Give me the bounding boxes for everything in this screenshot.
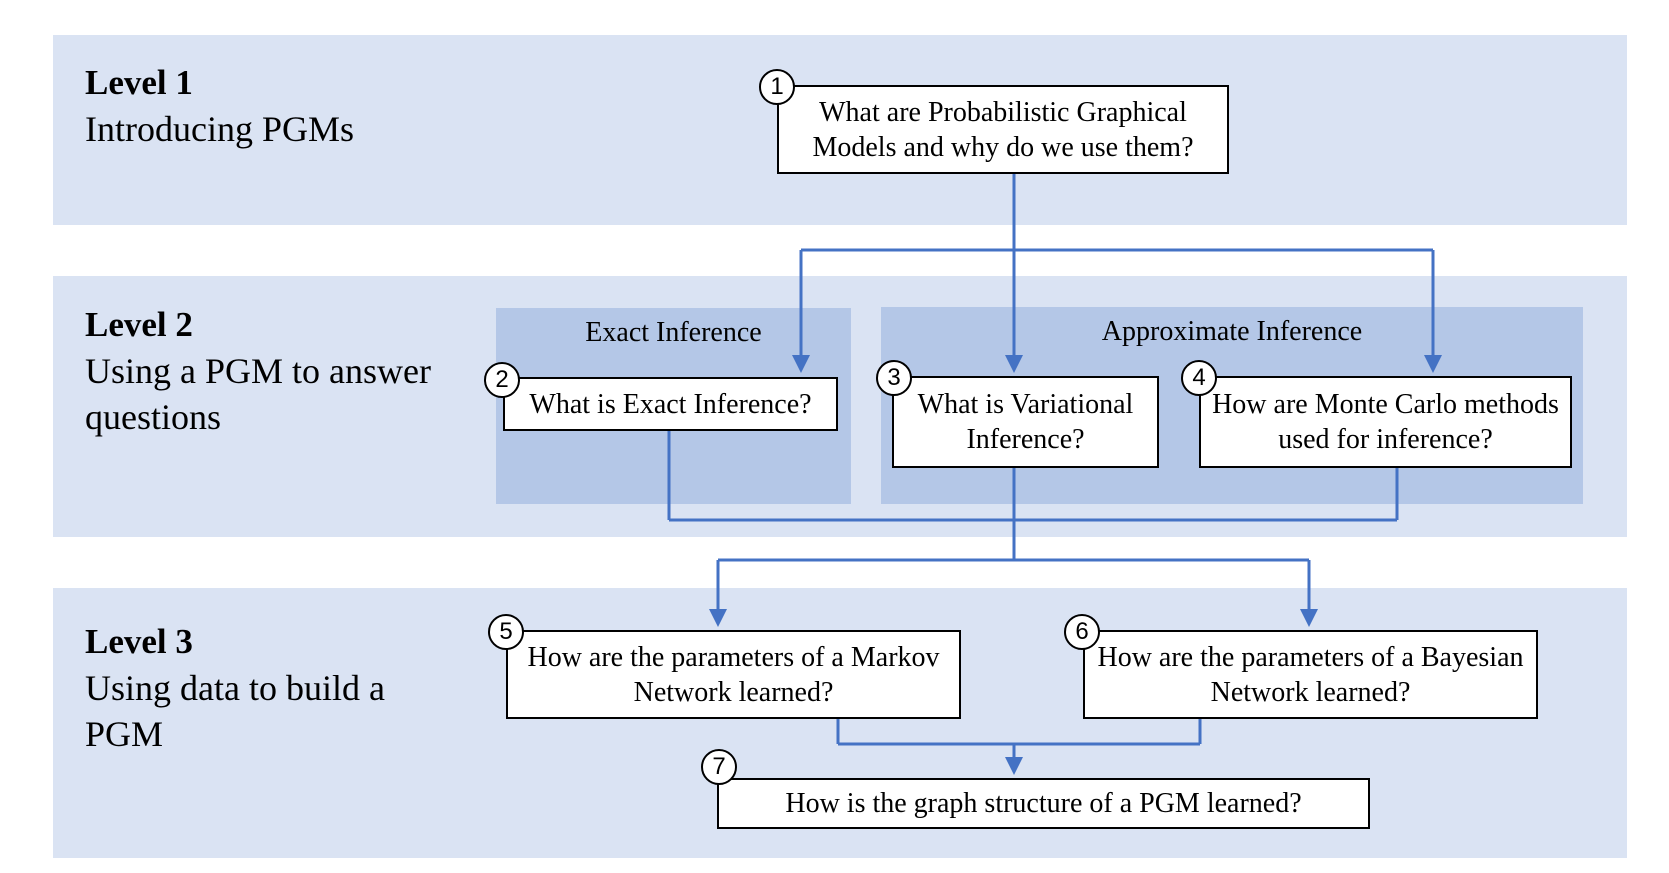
question-3-text: What is Variational Inference? xyxy=(917,389,1134,455)
level-1-subtitle: Introducing PGMs xyxy=(85,109,354,149)
level-2-title: Level 2 xyxy=(85,305,193,344)
number-badge-3: 3 xyxy=(876,360,912,396)
number-badge-4: 4 xyxy=(1181,360,1217,396)
question-1-text: What are Probabilistic Graphical Models … xyxy=(812,96,1194,163)
number-badge-6: 6 xyxy=(1064,614,1100,650)
number-badge-2: 2 xyxy=(484,362,520,398)
approximate-inference-label: Approximate Inference xyxy=(1101,316,1363,347)
question-box-3: What is Variational Inference? xyxy=(892,376,1159,468)
question-6-text: How are the parameters of a Bayesian Net… xyxy=(1097,641,1524,708)
level-2-subtitle: Using a PGM to answer questions xyxy=(85,351,431,437)
question-7-text: How is the graph structure of a PGM lear… xyxy=(785,788,1302,819)
question-box-1: What are Probabilistic Graphical Models … xyxy=(777,85,1229,174)
question-box-4: How are Monte Carlo methods used for inf… xyxy=(1199,376,1572,468)
question-box-7: How is the graph structure of a PGM lear… xyxy=(717,778,1370,829)
question-box-5: How are the parameters of a Markov Netwo… xyxy=(506,630,961,719)
question-4-text: How are Monte Carlo methods used for inf… xyxy=(1212,389,1559,455)
number-badge-5: 5 xyxy=(488,614,524,650)
level-3-title: Level 3 xyxy=(85,622,193,661)
number-badge-7: 7 xyxy=(701,749,737,785)
question-5-text: How are the parameters of a Markov Netwo… xyxy=(527,641,940,708)
number-badge-1: 1 xyxy=(759,69,795,105)
exact-inference-label: Exact Inference xyxy=(585,317,762,348)
question-box-2: What is Exact Inference? xyxy=(503,377,838,431)
question-2-text: What is Exact Inference? xyxy=(529,388,812,420)
level-3-subtitle: Using data to build a PGM xyxy=(85,668,385,754)
question-box-6: How are the parameters of a Bayesian Net… xyxy=(1083,630,1538,719)
level-1-title: Level 1 xyxy=(85,63,193,102)
